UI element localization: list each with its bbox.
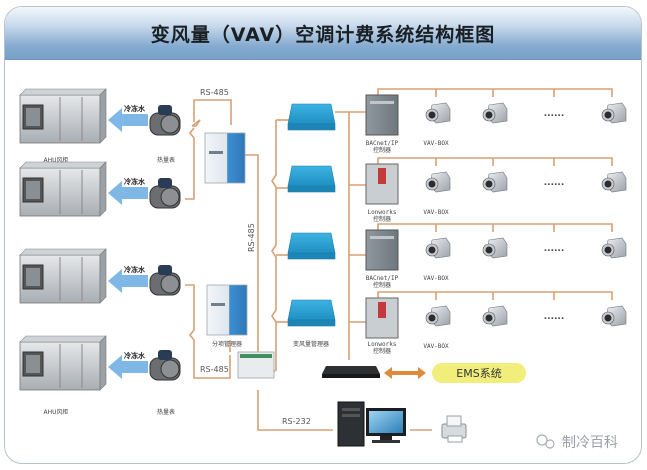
watermark-text: 制冷百科 — [562, 435, 618, 451]
wire-ctrl-links — [349, 111, 366, 323]
computer-icon — [337, 401, 406, 447]
controller-label-4: Lonworks — [368, 341, 397, 348]
sub-manager-cabinet-1 — [204, 132, 246, 184]
controller-lonworks-2 — [365, 297, 399, 339]
controller-sublabel-2: 控制器 — [373, 215, 391, 223]
heat-meter-icon — [149, 105, 181, 136]
vav-box-grid: ...... VAV-BOX...... VAV-BOX...... VAV-BOX.… — [423, 102, 627, 350]
controller-sublabel-3: 控制器 — [373, 281, 391, 289]
controller-label-2: Lonworks — [368, 209, 397, 216]
controller-bacnet-1 — [365, 94, 399, 136]
vav-manager-2 — [287, 165, 336, 193]
vav-bus-row-4 — [377, 291, 613, 300]
arrow-icon — [108, 355, 148, 379]
wiring — [185, 88, 613, 431]
chilled-water-label: 冷冻水 — [124, 265, 146, 274]
ahu-unit-2 — [19, 161, 107, 217]
arrow-icon — [108, 181, 148, 205]
diagram-frame: 变风量（VAV）空调计费系统结构框图 — [4, 6, 642, 464]
rs485-label-bottom: RS-485 — [200, 365, 229, 374]
chilled-water-label: 冷冻水 — [124, 351, 146, 360]
vav-manager-label: 变风量管理器 — [293, 340, 329, 348]
vav-box-icon — [601, 305, 627, 327]
vav-box-icon — [601, 237, 627, 259]
heat-meters — [149, 105, 181, 381]
vav-box-icon — [425, 102, 451, 124]
vav-box-label: VAV-BOX — [423, 209, 449, 216]
arrow-icon — [108, 108, 148, 132]
vav-bus-row-2 — [377, 157, 613, 166]
vav-ellipsis: ...... — [544, 178, 565, 188]
controllers — [365, 94, 399, 339]
chilled-water-arrows — [108, 108, 148, 379]
vav-box-icon — [482, 305, 508, 327]
vav-bus-row-1 — [377, 88, 613, 97]
heat-meter-label-bottom: 热量表 — [157, 408, 175, 416]
rs232-label: RS-232 — [282, 417, 311, 426]
wire-bus-main — [267, 120, 277, 376]
ahu-unit-4 — [19, 335, 107, 391]
vav-manager-1 — [287, 103, 336, 131]
controller-label-1: BACnet/IP — [366, 140, 399, 147]
vav-box-icon — [425, 171, 451, 193]
controller-lonworks-1 — [365, 163, 399, 205]
sub-manager-label: 分项管理器 — [212, 340, 242, 348]
wire-sub1-bus — [245, 154, 259, 375]
vav-box-label: VAV-BOX — [423, 140, 449, 147]
vav-box-icon — [482, 171, 508, 193]
vav-ellipsis: ...... — [544, 312, 565, 322]
ahu-label-bottom: AHU风柜 — [43, 408, 68, 416]
sub-manager-cabinet-2 — [206, 284, 248, 336]
vav-box-label: VAV-BOX — [423, 343, 449, 350]
wire-meter-top — [191, 99, 232, 127]
controller-bacnet-2 — [365, 229, 399, 271]
ems-label: EMS系统 — [456, 367, 501, 380]
heat-meter-icon — [149, 265, 181, 296]
title-bar: 变风量（VAV）空调计费系统结构框图 — [5, 7, 641, 60]
rs485-label-top: RS-485 — [200, 88, 229, 97]
ems-link-arrow — [384, 367, 426, 379]
chilled-water-label: 冷冻水 — [124, 177, 146, 186]
wire-rs232 — [257, 390, 333, 431]
vav-box-icon — [601, 102, 627, 124]
wire-mgr1-ctrl — [335, 111, 350, 345]
rs485-label-vertical: RS-485 — [247, 223, 256, 252]
ahu-unit-3 — [19, 248, 107, 304]
controller-label-3: BACnet/IP — [366, 275, 399, 282]
arrow-icon — [108, 269, 148, 293]
vav-managers — [287, 103, 336, 327]
vav-box-icon — [601, 171, 627, 193]
ems-system-pill — [432, 363, 526, 383]
vav-box-icon — [425, 305, 451, 327]
wire-meter-bottom — [185, 284, 231, 379]
ahu-unit-1 — [19, 88, 107, 144]
printer-icon — [441, 415, 467, 443]
controller-sublabel-4: 控制器 — [373, 347, 391, 355]
vav-bus-row-3 — [377, 223, 613, 232]
vav-box-label: VAV-BOX — [423, 275, 449, 282]
wechat-icon — [536, 434, 555, 449]
vav-box-icon — [482, 237, 508, 259]
wire-meter-bus-1 — [185, 127, 195, 200]
ahu-units — [19, 88, 107, 391]
vav-manager-4 — [287, 299, 336, 327]
gateway-box — [237, 351, 275, 379]
vav-manager-3 — [287, 232, 336, 260]
heat-meter-label-top: 热量表 — [157, 156, 175, 164]
ahu-label-top: AHU风柜 — [43, 156, 68, 164]
controller-sublabel-1: 控制器 — [373, 146, 391, 154]
network-switch — [322, 366, 380, 378]
vav-box-icon — [425, 237, 451, 259]
chilled-water-label: 冷冻水 — [124, 104, 146, 113]
heat-meter-icon — [149, 178, 181, 209]
vav-ellipsis: ...... — [544, 109, 565, 119]
vav-ellipsis: ...... — [544, 244, 565, 254]
vav-box-icon — [482, 102, 508, 124]
page-title: 变风量（VAV）空调计费系统结构框图 — [150, 24, 496, 46]
heat-meter-icon — [149, 350, 181, 381]
